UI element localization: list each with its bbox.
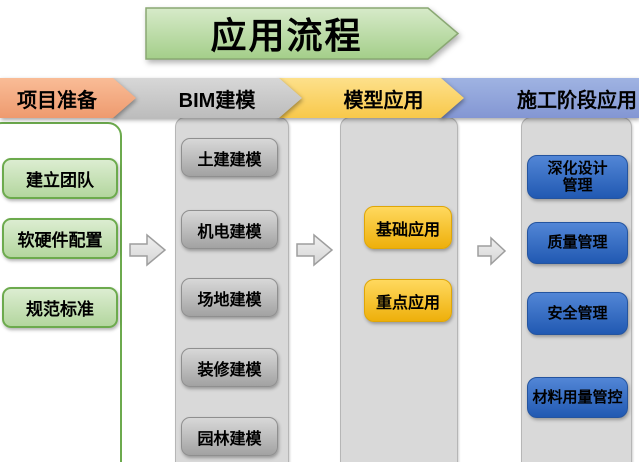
header-bim-modeling: BIM建模 <box>112 78 302 118</box>
step-box: 软硬件配置 <box>2 218 118 259</box>
page-title: 应用流程 <box>210 14 363 56</box>
header-project-preparation-label: 项目准备 <box>0 78 136 118</box>
header-project-preparation: 项目准备 <box>0 78 136 118</box>
step-box: 基础应用 <box>364 206 452 249</box>
step-box: 机电建模 <box>181 210 278 249</box>
header-model-application-label: 模型应用 <box>278 78 464 118</box>
flow-arrow-icon <box>477 236 507 266</box>
step-box: 深化设计管理 <box>527 155 628 199</box>
flow-arrow-icon <box>129 233 167 267</box>
header-construction-stage: 施工阶段应用 <box>440 78 639 118</box>
step-box-label: 深化设计管理 <box>547 159 608 194</box>
step-box: 土建建模 <box>181 138 278 177</box>
step-box: 装修建模 <box>181 348 278 387</box>
step-box: 园林建模 <box>181 417 278 456</box>
header-model-application: 模型应用 <box>278 78 464 118</box>
step-box: 材料用量管控 <box>527 377 628 418</box>
flow-arrow-icon <box>296 233 334 267</box>
step-box: 重点应用 <box>364 279 452 322</box>
header-construction-stage-label: 施工阶段应用 <box>440 78 639 118</box>
step-box: 场地建模 <box>181 278 278 317</box>
step-box: 安全管理 <box>527 292 628 335</box>
header-bim-modeling-label: BIM建模 <box>112 78 302 118</box>
title-arrow-icon <box>145 7 460 60</box>
step-box: 质量管理 <box>527 222 628 264</box>
step-box: 规范标准 <box>2 287 118 328</box>
title-banner: 应用流程 <box>145 7 460 60</box>
step-box: 建立团队 <box>2 158 118 199</box>
